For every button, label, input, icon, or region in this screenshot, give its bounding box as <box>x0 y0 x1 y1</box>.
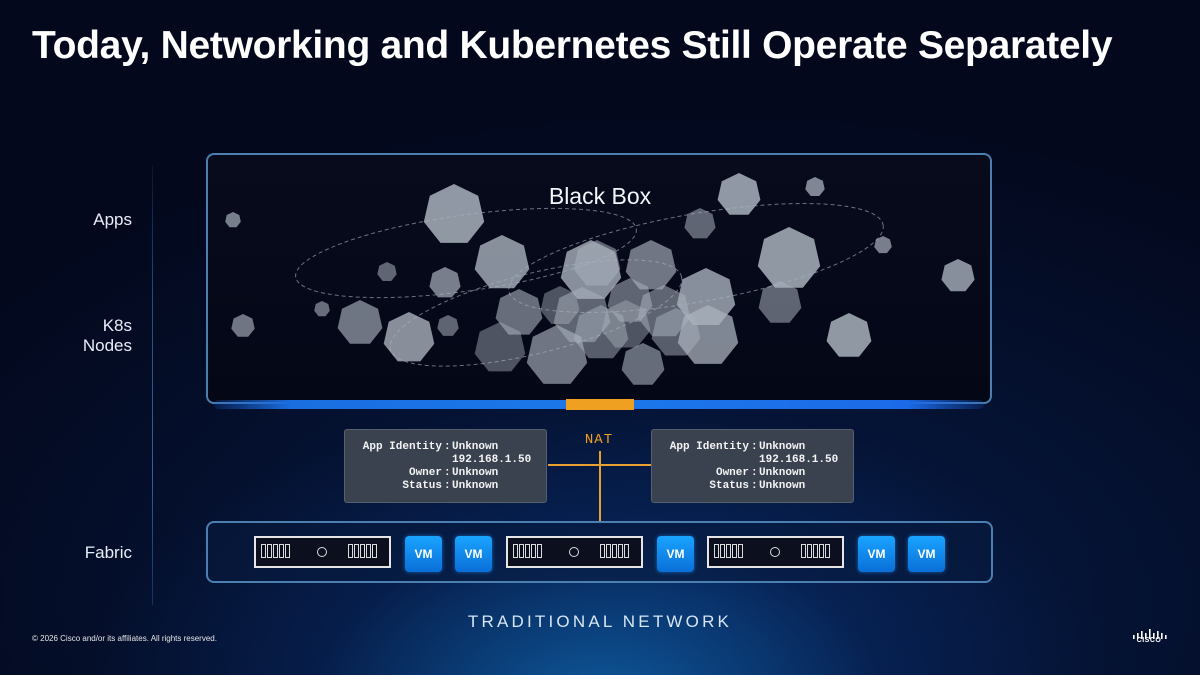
layer-axis-line <box>152 165 153 605</box>
network-switch-icon <box>254 536 391 568</box>
k8s-node-hexagon <box>540 286 580 324</box>
cisco-logo-icon <box>1133 629 1167 639</box>
endpoint-info-box-left: App Identity:Unknown 192.168.1.50 Owner:… <box>344 429 547 503</box>
node-cluster-graphic <box>225 173 975 385</box>
app-identity-key: App Identity <box>362 441 442 453</box>
k8s-node-hexagon <box>225 212 241 228</box>
k8s-node-hexagon <box>377 262 397 281</box>
k8s-node-hexagon <box>601 300 651 348</box>
k8s-node-hexagon <box>684 208 716 239</box>
endpoint-info-box-right: App Identity:Unknown 192.168.1.50 Owner:… <box>651 429 854 503</box>
k8s-node-hexagon <box>757 227 821 288</box>
k8s-node-hexagon <box>874 236 892 254</box>
app-identity-key: App Identity <box>669 441 749 453</box>
owner-value: Unknown <box>452 467 499 479</box>
cluster-orbit <box>508 203 884 313</box>
status-key: Status <box>709 480 749 492</box>
copyright-text: © 2026 Cisco and/or its affiliates. All … <box>32 634 217 643</box>
layer-label-apps: Apps <box>93 210 132 229</box>
k8s-node-hexagon <box>423 184 485 243</box>
k8s-node-hexagon <box>474 235 530 289</box>
vm-icon: VM <box>657 536 694 572</box>
k8s-node-hexagon <box>526 325 588 384</box>
vm-icon: VM <box>908 536 945 572</box>
k8s-node-hexagon <box>625 240 677 290</box>
vm-icon: VM <box>858 536 895 572</box>
k8s-node-hexagon <box>826 313 872 357</box>
k8s-node-hexagon <box>573 240 621 286</box>
status-value: Unknown <box>759 480 806 492</box>
slide-title: Today, Networking and Kubernetes Still O… <box>32 24 1113 67</box>
nat-connector-horizontal <box>548 464 651 466</box>
network-type-label: TRADITIONAL NETWORK <box>467 612 733 631</box>
k8s-node-hexagon <box>621 343 665 385</box>
black-box-title: Black Box <box>548 183 652 209</box>
owner-value: Unknown <box>759 467 806 479</box>
k8s-node-hexagon <box>758 281 802 323</box>
k8s-node-hexagon <box>337 300 383 344</box>
status-key: Status <box>402 480 442 492</box>
k8s-node-hexagon <box>573 305 629 359</box>
nat-segment <box>566 399 634 410</box>
k8s-node-hexagon <box>651 308 701 356</box>
owner-key: Owner <box>408 467 442 479</box>
vm-icon: VM <box>405 536 442 572</box>
layer-label-k8s-nodes: K8s Nodes <box>82 316 132 355</box>
ip-address-value: 192.168.1.50 <box>452 454 532 466</box>
layer-label-fabric: Fabric <box>84 543 132 562</box>
network-switch-icon <box>506 536 643 568</box>
ip-address-value: 192.168.1.50 <box>759 454 839 466</box>
status-value: Unknown <box>452 480 499 492</box>
nat-label: NAT <box>584 432 614 448</box>
k8s-node-hexagon <box>314 301 330 317</box>
network-switch-icon <box>707 536 844 568</box>
k8s-node-hexagon <box>495 289 543 335</box>
app-identity-value: Unknown <box>759 441 806 453</box>
k8s-node-hexagon <box>231 314 255 337</box>
app-identity-value: Unknown <box>452 441 499 453</box>
k8s-node-hexagon <box>429 267 461 298</box>
k8s-node-hexagon <box>437 315 459 336</box>
k8s-node-hexagon <box>676 268 736 325</box>
k8s-node-hexagon <box>941 259 975 292</box>
k8s-node-hexagon <box>474 322 526 372</box>
owner-key: Owner <box>715 467 749 479</box>
cisco-logo-text: CISCO <box>1136 637 1162 644</box>
vm-icon: VM <box>455 536 492 572</box>
k8s-node-hexagon <box>383 312 435 362</box>
k8s-node-hexagon <box>805 177 825 196</box>
nat-connector-vertical <box>599 451 601 521</box>
k8s-node-hexagon <box>717 173 761 215</box>
